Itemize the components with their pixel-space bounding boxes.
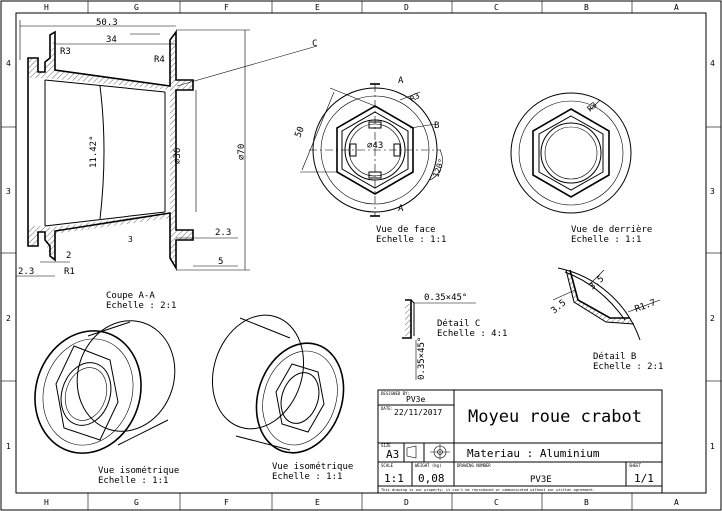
frame-row-label: 3 — [710, 187, 715, 196]
dim-width-right: 5 — [218, 257, 223, 267]
material: Materiau : Aluminium — [467, 447, 600, 460]
section-view-caption: Coupe A-A — [106, 291, 155, 301]
frame-col-label: E — [315, 498, 320, 507]
isometric-view-left: Vue isométrique Echelle : 1:1 — [34, 320, 179, 486]
sheet-number: 1/1 — [634, 472, 654, 485]
frame-col-label: G — [134, 3, 139, 12]
cut-label-bottom: A — [398, 204, 404, 214]
front-view-caption: Vue de face — [376, 225, 436, 235]
date-label: DATE: — [381, 406, 393, 411]
frame-col-label: A — [674, 498, 679, 507]
detail-c-callout: C — [312, 39, 317, 49]
dim-angle: 120° — [431, 158, 446, 179]
dim-flange-thk: 2.3 — [215, 228, 231, 238]
frame-col-label: H — [44, 498, 49, 507]
projection-symbol-icon — [406, 444, 450, 460]
frame-row-label: 2 — [710, 314, 715, 323]
detail-b-scale: Echelle : 2:1 — [593, 362, 663, 372]
designed-by: PV3e — [406, 395, 425, 404]
iso-right-scale: Echelle : 1:1 — [272, 472, 342, 482]
dim-radius-rear: R3 — [586, 100, 599, 113]
rear-view-caption: Vue de derrière — [571, 224, 652, 235]
rear-view-scale: Echelle : 1:1 — [571, 235, 641, 245]
dim-radius-front: R3 — [409, 91, 422, 104]
frame-col-label: D — [404, 3, 409, 12]
iso-left-scale: Echelle : 1:1 — [98, 476, 168, 486]
dim-overall-length: 50.3 — [96, 18, 118, 28]
frame-col-label: A — [674, 3, 679, 12]
dim-outer-dia: ⌀70 — [237, 144, 247, 160]
section-view-scale: Echelle : 2:1 — [106, 301, 176, 311]
detail-b-callout: B — [434, 121, 439, 131]
frame-row-label: 2 — [6, 314, 11, 323]
dim-detail-b-1: 3.5 — [550, 298, 569, 316]
detail-c-caption: Détail C — [437, 318, 480, 329]
dim-radius-top-left: R3 — [60, 47, 71, 57]
iso-left-caption: Vue isométrique — [98, 465, 179, 476]
frame-col-label: D — [404, 498, 409, 507]
frame-row-label: 1 — [710, 442, 715, 451]
dim-detail-b-radius: R1.7 — [634, 298, 658, 315]
dim-radius-top-right: R4 — [154, 55, 165, 65]
dim-bore-dia: ⌀43 — [367, 141, 383, 151]
detail-c-view: 0.35×45° 0.35×45° Détail C Echelle : 4:1 — [402, 293, 507, 380]
dim-two: 2 — [66, 251, 71, 261]
frame-row-label: 3 — [6, 187, 11, 196]
frame-col-label: F — [224, 498, 229, 507]
dim-wall: 3 — [128, 235, 133, 244]
dim-chamfer-v: 0.35×45° — [417, 337, 427, 380]
dim-chamfer-h: 0.35×45° — [424, 293, 467, 303]
size-label: SIZE — [381, 443, 391, 448]
sheet-size: A3 — [386, 448, 399, 461]
sheet-label: SHEET — [629, 463, 642, 468]
frame-col-label: B — [584, 498, 589, 507]
frame-col-label: C — [494, 3, 499, 12]
frame-row-label: 4 — [710, 59, 715, 68]
front-view-scale: Echelle : 1:1 — [376, 235, 446, 245]
weight-value: 0,08 — [418, 472, 445, 485]
isometric-view-right: Vue isométrique Echelle : 1:1 — [211, 314, 353, 482]
drawing-number: PV3E — [530, 475, 552, 485]
detail-b-view: 3.5 3.5 R1.7 Détail B Echelle : 2:1 — [550, 267, 663, 372]
dim-radius-small: R1 — [64, 267, 75, 277]
section-view-aa: 50.3 34 R3 R4 11.42° ⌀36 ⌀70 3 2.3 2 2.3… — [16, 18, 317, 311]
frame-row-label: 1 — [6, 442, 11, 451]
frame-col-label: F — [224, 3, 229, 12]
drawing-number-label: DRAWING NUMBER — [457, 463, 491, 468]
frame-col-label: G — [134, 498, 139, 507]
cut-label-top: A — [398, 76, 404, 86]
rear-view: R3 Vue de derrière Echelle : 1:1 — [510, 92, 652, 245]
designed-by-label: DESIGNED BY: — [381, 391, 410, 396]
frame-col-label: B — [584, 3, 589, 12]
dim-taper-angle: 11.42° — [89, 135, 99, 168]
ownership-notice: This drawing is our property; it can't b… — [381, 488, 595, 492]
dim-flat-dia: 50 — [294, 125, 307, 139]
dim-left-flange: 2.3 — [18, 267, 34, 277]
iso-right-caption: Vue isométrique — [272, 461, 353, 472]
detail-b-caption: Détail B — [593, 351, 636, 362]
scale-label: SCALE — [381, 463, 394, 468]
frame-col-label: E — [315, 3, 320, 12]
dim-inner-dia: ⌀36 — [173, 148, 183, 164]
frame-col-label: H — [44, 3, 49, 12]
frame-col-label: C — [494, 498, 499, 507]
dim-bore-length: 34 — [106, 35, 117, 45]
date: 22/11/2017 — [394, 408, 442, 417]
title-block: DESIGNED BY: PV3e DATE: 22/11/2017 Moyeu… — [377, 389, 663, 494]
front-view: 50 ⌀43 R3 120° A A B Vue de face Echelle… — [294, 76, 447, 245]
drawing-title: Moyeu roue crabot — [468, 407, 642, 427]
frame-row-label: 4 — [6, 59, 11, 68]
scale-value: 1:1 — [384, 472, 404, 485]
weight-label: WEIGHT (kg) — [415, 463, 442, 468]
detail-c-scale: Echelle : 4:1 — [437, 329, 507, 339]
